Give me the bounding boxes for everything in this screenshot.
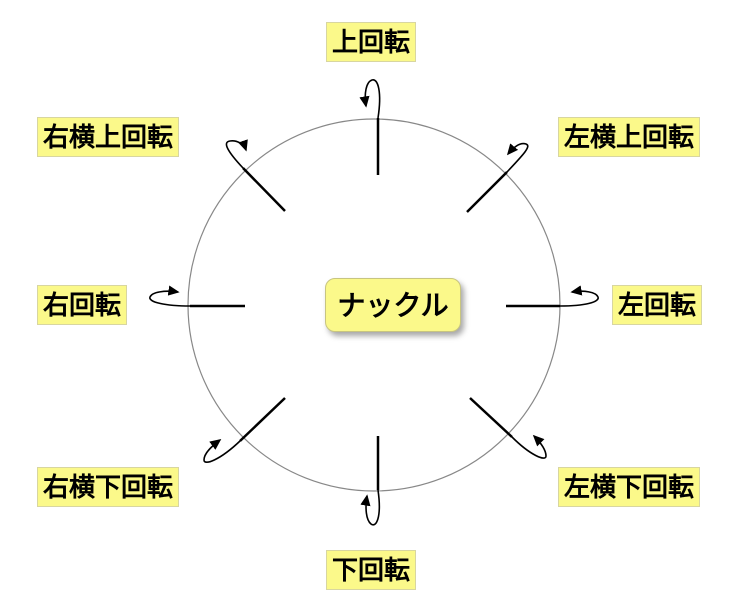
top-spin-label: 上回転	[326, 22, 417, 62]
left-spin-label: 左回転	[612, 285, 703, 325]
right-side-top-spin-arrow	[225, 139, 286, 212]
right-side-top-spin-label: 右横上回転	[37, 117, 180, 157]
left-side-top-spin-label: 左横上回転	[558, 117, 701, 157]
left-spin-arrow	[506, 285, 599, 308]
left-side-bottom-spin-label: 左横下回転	[558, 467, 701, 507]
right-spin-label: 右回転	[37, 285, 128, 325]
bottom-spin-label: 下回転	[326, 550, 417, 590]
top-spin-arrow	[359, 79, 381, 175]
left-side-top-spin-arrow	[466, 142, 529, 213]
right-side-bottom-spin-label: 右横下回転	[37, 467, 180, 507]
right-spin-arrow	[149, 285, 245, 308]
bottom-spin-arrow	[360, 436, 381, 526]
left-side-bottom-spin-arrow	[469, 397, 547, 459]
right-side-bottom-spin-arrow	[203, 397, 286, 464]
knuckle-label: ナックル	[325, 278, 461, 332]
